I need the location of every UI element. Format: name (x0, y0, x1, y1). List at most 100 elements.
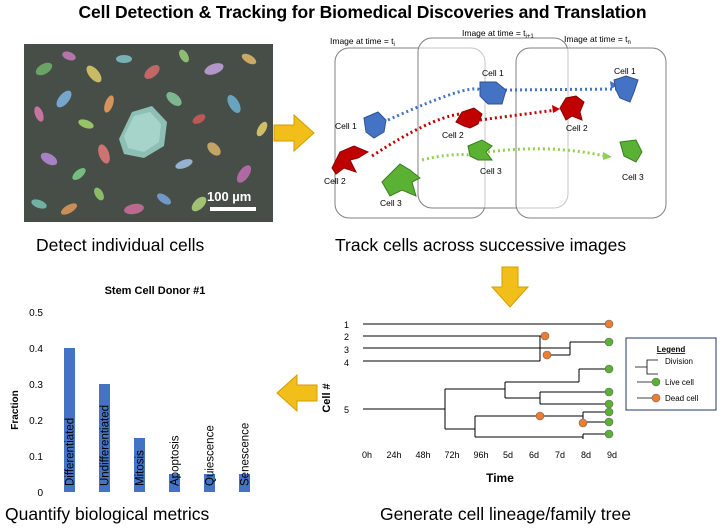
cell3-shape-t-i1 (467, 139, 493, 161)
chart-ylabel: Fraction (10, 390, 21, 429)
trajectory-cell2-a (371, 112, 461, 158)
time-tick-9: 9d (607, 450, 617, 460)
time-tick-4: 96h (473, 450, 488, 460)
cell1-shape-t-n (613, 75, 639, 103)
page-title: Cell Detection & Tracking for Biomedical… (78, 2, 647, 22)
bar-senescence (239, 474, 250, 492)
frame-label-3: Image at time = t (564, 34, 628, 44)
y-tick-label: 0.4 (29, 344, 43, 355)
cell3-label-t-i1: Cell 3 (480, 166, 502, 176)
time-tick-7: 7d (555, 450, 565, 460)
cell3-label-t-n: Cell 3 (622, 172, 644, 182)
cell2-shape-t-i (331, 145, 370, 175)
division-icon (635, 359, 658, 375)
cell1-label-t-n: Cell 1 (614, 66, 636, 76)
metrics-caption: Quantify biological metrics (5, 504, 210, 524)
legend-live-icon (651, 377, 661, 387)
tree-branches (363, 323, 609, 439)
chart-title: Stem Cell Donor #1 (105, 285, 206, 297)
arrow-right-icon (273, 113, 315, 153)
live-cell-marker (604, 429, 614, 439)
live-cell-marker (604, 399, 614, 409)
svg-text:Image at time = ti+1: Image at time = ti+1 (462, 28, 534, 40)
legend-dead-icon (651, 393, 661, 403)
cell1-label-t-i: Cell 1 (335, 121, 357, 131)
cell1-label-t-i1: Cell 1 (482, 68, 504, 78)
trajectory-cell3-b (487, 147, 606, 158)
row-label-2: 2 (344, 332, 349, 342)
row-label-1: 1 (344, 320, 349, 330)
row-label-4: 4 (344, 358, 349, 368)
arrow-down-icon (490, 266, 530, 308)
svg-text:Image at time = ti: Image at time = ti (330, 36, 395, 48)
frame-sub-1: i (394, 42, 395, 48)
dead-cell-marker (535, 411, 545, 421)
category-label: Quiescence (205, 425, 217, 486)
time-tick-2: 48h (415, 450, 430, 460)
metrics-chart: Stem Cell Donor #1 Fraction 0 0.1 0.2 0.3 0.… (10, 285, 252, 499)
category-label: Mitosis (135, 450, 147, 486)
svg-text:Image at time = tn: Image at time = tn (564, 34, 631, 46)
time-tick-0: 0h (362, 450, 372, 460)
y-tick-label: 0 (37, 488, 43, 499)
legend-division: Division (665, 357, 693, 366)
cell3-label-t-i: Cell 3 (380, 198, 402, 208)
y-tick-label: 0.1 (29, 452, 43, 463)
leaf-markers (535, 319, 614, 439)
category-label: Undifferentiated (100, 405, 112, 486)
cell1-shape-t-i (363, 111, 387, 139)
cell-micrograph (24, 44, 273, 222)
category-label: Differentiated (65, 418, 77, 486)
time-tick-6: 6d (529, 450, 539, 460)
bar-quiescence (204, 474, 215, 492)
microscopy-image (24, 44, 273, 222)
cell1-shape-t-i1 (479, 81, 507, 105)
live-cell-marker (604, 417, 614, 427)
row-label-3: 3 (344, 345, 349, 355)
live-cell-marker (604, 387, 614, 397)
y-tick-label: 0.2 (29, 416, 43, 427)
cell2-shape-t-i1 (455, 107, 483, 129)
cell3-shape-t-n (619, 139, 643, 163)
scale-bar (210, 207, 256, 211)
cell2-label-t-i: Cell 2 (324, 176, 346, 186)
frame-label-1: Image at time = t (330, 36, 394, 46)
bar-mitosis (134, 438, 145, 492)
detect-caption: Detect individual cells (36, 235, 205, 255)
cell2-label-t-i1: Cell 2 (442, 130, 464, 140)
dead-cell-marker (542, 350, 552, 360)
time-tick-8: 8d (581, 450, 591, 460)
tracking-diagram: Image at time = ti Image at time = ti+1 … (324, 28, 667, 219)
time-tick-1: 24h (386, 450, 401, 460)
trajectory-cell1-b (504, 87, 621, 92)
legend-title: Legend (657, 345, 686, 354)
time-tick-3: 72h (444, 450, 459, 460)
lineage-tree: 1 2 3 4 5 Cell # (321, 319, 717, 485)
y-tick-label: 0.3 (29, 380, 43, 391)
dead-cell-marker (578, 418, 588, 428)
frame-sub-2: i+1 (526, 34, 535, 40)
category-label: Senescence (240, 423, 252, 486)
cell2-label-t-n: Cell 2 (566, 123, 588, 133)
y-tick-label: 0.5 (29, 308, 43, 319)
row-label-5: 5 (344, 405, 349, 415)
tree-ylabel: Cell # (321, 383, 333, 412)
live-cell-marker (604, 407, 614, 417)
live-cell-marker (604, 337, 614, 347)
frame-label-2: Image at time = t (462, 28, 526, 38)
legend-live: Live cell (665, 378, 694, 387)
scale-bar-label: 100 µm (207, 189, 252, 204)
bar-undifferentiated (99, 384, 110, 492)
time-tick-5: 5d (503, 450, 513, 460)
cell3-shape-t-i (381, 163, 421, 197)
dead-cell-marker (540, 331, 550, 341)
category-label: Apoptosis (170, 435, 182, 486)
bar-apoptosis (169, 474, 180, 492)
live-cell-marker (604, 364, 614, 374)
arrow-left-icon (276, 373, 318, 413)
track-caption: Track cells across successive images (335, 235, 627, 255)
tree-xlabel: Time (486, 471, 514, 485)
frame-sub-3: n (628, 40, 631, 46)
dead-cell-marker (604, 319, 614, 329)
cell2-shape-t-n (559, 95, 585, 121)
